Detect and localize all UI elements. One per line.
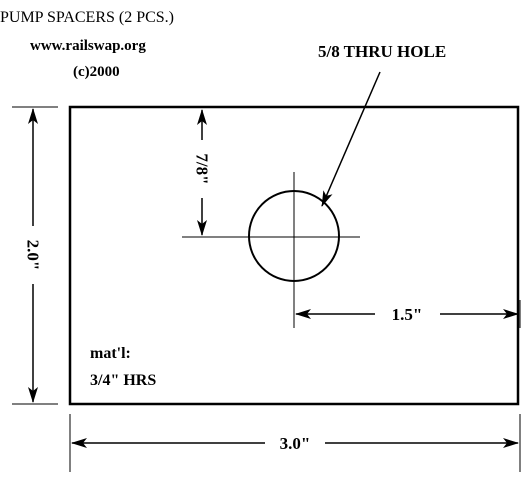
hole-callout-leader [321,71,381,207]
hole-horizontal-dimension-text: 1.5" [392,305,423,324]
copyright-text: (c)2000 [73,64,120,80]
hole-vertical-dimension-text: 7/8" [193,153,212,184]
drawing-title: PUMP SPACERS (2 PCS.) [0,9,174,26]
website-text: www.railswap.org [30,38,146,54]
material-label: mat'l: [90,345,131,362]
hole-callout-label: 5/8 THRU HOLE [318,42,446,61]
material-value: 3/4" HRS [90,372,156,389]
width-dimension-text: 3.0" [280,434,311,453]
height-dimension-text: 2.0" [24,240,43,271]
spacer-outline [68,105,520,406]
